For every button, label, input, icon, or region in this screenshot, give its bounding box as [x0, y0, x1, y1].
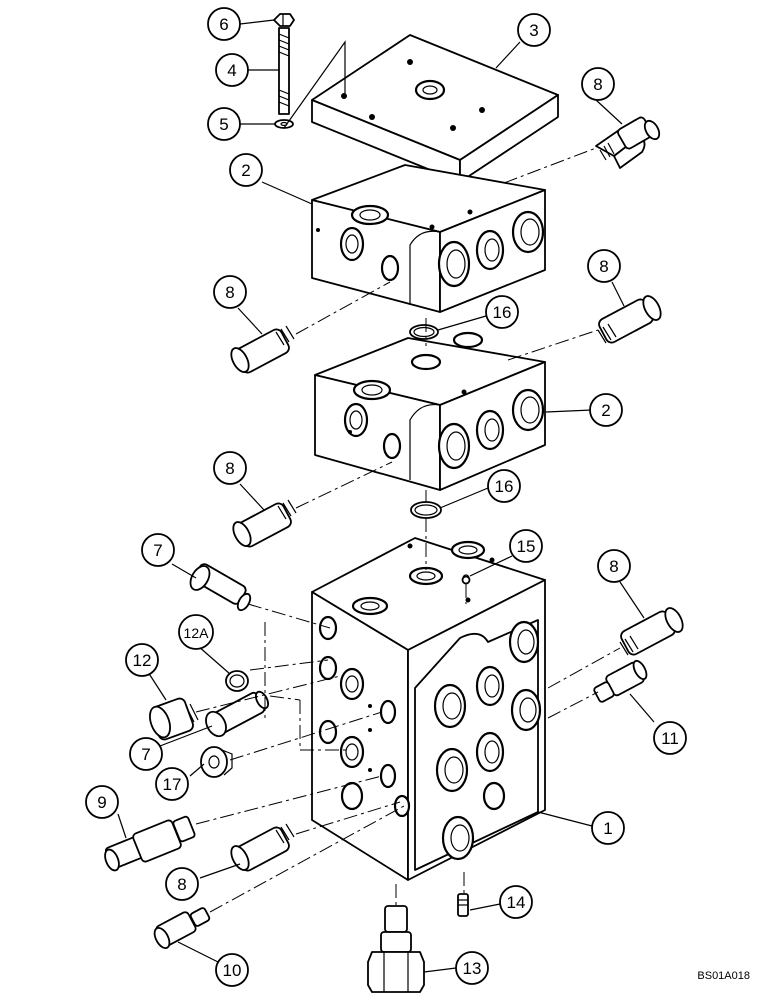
callout-7-b: 7: [129, 737, 163, 771]
part-8-cartridge-c: [597, 295, 662, 344]
part-5-washer: [274, 119, 294, 129]
part-8-cartridge-a: [595, 116, 661, 169]
svg-text:7: 7: [141, 745, 150, 764]
callout-2-b: 2: [589, 393, 623, 427]
part-13-inlet-fitting: [367, 905, 425, 993]
callout-12a: 12A: [178, 614, 214, 650]
svg-text:15: 15: [517, 537, 536, 556]
part-6-nut: [273, 13, 295, 27]
svg-text:13: 13: [463, 959, 482, 978]
callout-8-f: 8: [165, 867, 199, 901]
callout-1: 1: [591, 811, 625, 845]
svg-text:6: 6: [219, 15, 228, 34]
callout-14: 14: [499, 885, 533, 919]
part-4-tie-bolt: [278, 27, 290, 115]
svg-text:4: 4: [227, 61, 236, 80]
svg-text:12A: 12A: [184, 625, 210, 641]
callout-9: 9: [85, 785, 119, 819]
svg-text:8: 8: [593, 75, 602, 94]
part-8-cartridge-d: [232, 499, 297, 548]
svg-text:8: 8: [599, 257, 608, 276]
part-2-section-lower: [314, 331, 546, 491]
part-9-relief-valve: [104, 815, 196, 872]
callout-3: 3: [517, 13, 551, 47]
callout-4: 4: [215, 53, 249, 87]
svg-text:9: 9: [97, 793, 106, 812]
svg-text:2: 2: [601, 401, 610, 420]
svg-text:10: 10: [223, 961, 242, 980]
part-2-section-upper: [311, 164, 546, 313]
part-7-check-valve-upper: [189, 563, 252, 612]
part-8-cartridge-e: [619, 607, 684, 656]
callout-15: 15: [509, 529, 543, 563]
callout-8-a: 8: [581, 67, 615, 101]
assembly-lines: [195, 147, 621, 913]
callout-2-a: 2: [229, 153, 263, 187]
part-17-fitting: [200, 746, 233, 778]
part-16-seal-lower: [410, 501, 442, 519]
callout-17: 17: [155, 767, 189, 801]
part-12a-o-ring: [225, 670, 249, 692]
leader-lines: [117, 19, 655, 973]
svg-text:16: 16: [493, 303, 512, 322]
svg-text:1: 1: [603, 819, 612, 838]
svg-text:17: 17: [163, 775, 182, 794]
svg-text:7: 7: [153, 541, 162, 560]
callout-5: 5: [207, 107, 241, 141]
part-14-plug: [457, 893, 469, 917]
svg-text:16: 16: [495, 477, 514, 496]
callout-8-b: 8: [213, 275, 247, 309]
figure-reference-code: BS01A018: [697, 970, 750, 982]
callout-6: 6: [207, 7, 241, 41]
svg-text:8: 8: [225, 283, 234, 302]
part-16-seal-upper: [409, 324, 439, 340]
part-10-valve: [153, 907, 211, 950]
callout-11: 11: [653, 721, 687, 755]
svg-text:8: 8: [609, 557, 618, 576]
callout-12: 12: [125, 643, 159, 677]
part-15-plug: [461, 575, 471, 585]
part-12-plug: [149, 697, 199, 741]
callout-8-c: 8: [587, 249, 621, 283]
callout-10: 10: [215, 953, 249, 987]
callout-8-d: 8: [213, 451, 247, 485]
svg-text:11: 11: [661, 729, 679, 748]
svg-text:5: 5: [219, 115, 228, 134]
part-3-cover-plate: [311, 34, 559, 183]
part-8-cartridge-b: [230, 325, 295, 374]
svg-text:2: 2: [241, 161, 250, 180]
callout-8-e: 8: [597, 549, 631, 583]
part-11-valve: [593, 659, 648, 703]
part-7-check-valve-lower: [205, 690, 270, 738]
part-8-cartridge-f: [230, 823, 295, 872]
svg-text:3: 3: [529, 21, 538, 40]
part-1-main-body: [311, 537, 546, 881]
svg-text:8: 8: [177, 875, 186, 894]
svg-text:14: 14: [507, 893, 526, 912]
svg-text:8: 8: [225, 459, 234, 478]
callout-16-a: 16: [485, 295, 519, 329]
callout-7-a: 7: [141, 533, 175, 567]
callout-16-b: 16: [487, 469, 521, 503]
callout-13: 13: [455, 951, 489, 985]
svg-text:12: 12: [133, 651, 152, 670]
